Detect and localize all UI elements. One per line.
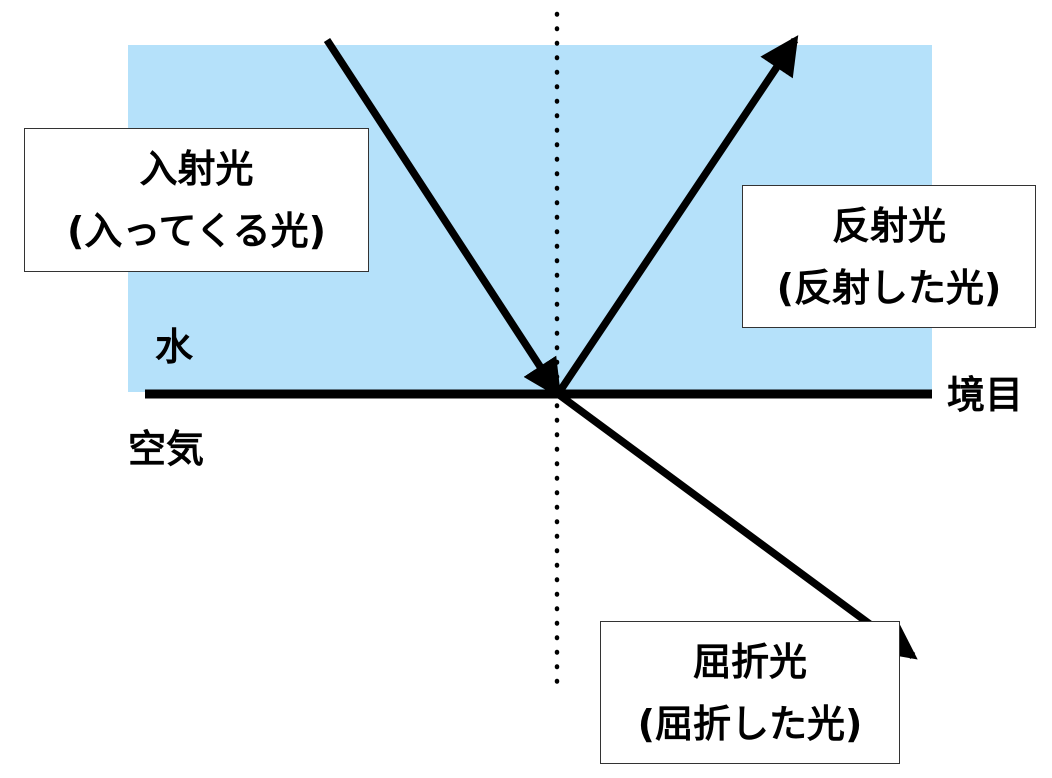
water-label: 水 xyxy=(155,325,194,369)
refracted-label-line2: (屈折した光) xyxy=(637,701,863,746)
incident-label-line1: 入射光 xyxy=(139,147,254,191)
boundary-label: 境目 xyxy=(947,373,1024,417)
air-label: 空気 xyxy=(128,427,205,471)
reflected-label-line2: (反射した光) xyxy=(776,265,1002,310)
reflected-label-line1: 反射光 xyxy=(831,203,946,248)
reflected-ray xyxy=(554,35,799,397)
incident-label-line2: (入ってくる光) xyxy=(67,209,326,253)
refracted-label-line1: 屈折光 xyxy=(692,639,807,684)
refracted-label-box: 屈折光 (屈折した光) xyxy=(600,621,900,764)
refracted-ray xyxy=(555,390,918,660)
reflected-label-box: 反射光 (反射した光) xyxy=(742,185,1036,328)
incident-label-box: 入射光 (入ってくる光) xyxy=(24,128,369,272)
incident-ray xyxy=(323,37,562,399)
